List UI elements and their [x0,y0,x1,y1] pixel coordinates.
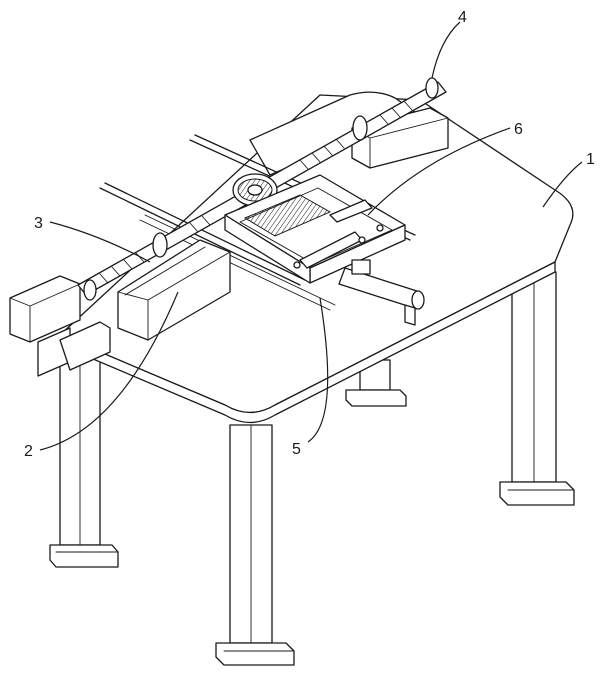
lead-screw [77,77,447,301]
callout-3: 3 [34,215,151,263]
leg-front-right [499,271,575,506]
leg-back-mid [345,359,407,407]
leg-front-left [215,424,295,666]
callout-6: 6 [367,121,523,216]
callout-4: 4 [431,9,467,79]
callout-2-label: 2 [24,443,33,460]
callout-3-label: 3 [34,215,43,232]
callout-2: 2 [24,291,179,460]
air-cylinder [338,259,425,326]
callout-6-label: 6 [514,121,523,138]
leg-back-left [49,354,119,568]
callout-1: 1 [542,151,595,208]
carriage [224,174,425,326]
callout-5: 5 [292,297,329,458]
callout-4-label: 4 [458,9,467,26]
callout-1-label: 1 [586,151,595,168]
motor [9,275,111,377]
front-box [117,239,231,341]
table-legs [49,271,575,666]
screw-threads [99,100,413,284]
callout-5-label: 5 [292,441,301,458]
